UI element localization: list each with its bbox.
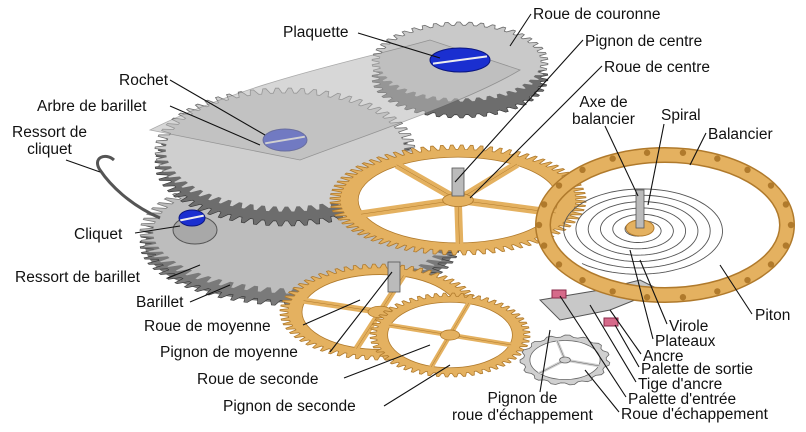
click-spring xyxy=(96,154,161,220)
label-piton: Piton xyxy=(755,307,791,324)
label-plateaux: Plateaux xyxy=(655,333,716,350)
center-wheel xyxy=(329,144,587,256)
label-pignon-de-centre: Pignon de centre xyxy=(585,33,703,50)
center-pinion xyxy=(451,167,465,197)
label-roue-de-moyenne: Roue de moyenne xyxy=(144,318,271,335)
hairspring xyxy=(563,188,723,275)
leader-line-1 xyxy=(509,13,532,47)
leader-line-19 xyxy=(719,264,753,315)
label-axe-de-balancier: Axe de balancier xyxy=(572,94,635,128)
label-ancre: Ancre xyxy=(643,348,684,365)
label-roue-de-seconde: Roue de seconde xyxy=(197,371,319,388)
leader-line-12 xyxy=(167,264,201,279)
fourth-wheel xyxy=(369,292,531,378)
balance-staff xyxy=(635,189,645,229)
leader-line-13 xyxy=(189,284,231,303)
leader-line-5 xyxy=(169,79,266,136)
leader-line-4 xyxy=(469,65,603,199)
leader-line-7 xyxy=(604,125,639,197)
label-cliquet: Cliquet xyxy=(74,226,123,243)
click-screw xyxy=(178,209,206,227)
leader-line-11 xyxy=(134,225,181,234)
entry-pallet xyxy=(551,289,567,299)
leader-line-25 xyxy=(559,295,627,398)
label-plaquette: Plaquette xyxy=(283,24,349,41)
leader-line-21 xyxy=(629,249,654,340)
leader-line-15 xyxy=(329,271,393,353)
label-rochet: Rochet xyxy=(119,72,169,89)
label-tige-d-ancre: Tige d'ancre xyxy=(638,376,723,393)
label-ressort-de-cliquet: Ressort de cliquet xyxy=(12,124,87,158)
balance-wheel xyxy=(535,147,795,303)
leader-line-17 xyxy=(383,364,451,407)
leader-line-3 xyxy=(454,39,584,183)
leader-line-8 xyxy=(647,123,665,206)
leader-line-23 xyxy=(614,324,640,368)
label-roue-de-centre: Roue de centre xyxy=(604,59,710,76)
label-balancier: Balancier xyxy=(708,126,773,143)
label-arbre-de-barillet: Arbre de barillet xyxy=(37,98,147,115)
leader-line-26 xyxy=(584,369,620,413)
label-roue-de-couronne: Roue de couronne xyxy=(533,6,661,23)
label-palette-d-entree: Palette d'entrée xyxy=(628,391,737,408)
leader-line-6 xyxy=(169,105,261,146)
leader-line-20 xyxy=(639,259,668,325)
leader-line-22 xyxy=(609,309,642,355)
third-pinion xyxy=(387,261,401,293)
plaquette-plate xyxy=(148,39,521,161)
leader-line-18 xyxy=(539,329,551,393)
label-pignon-de-seconde: Pignon de seconde xyxy=(223,398,356,415)
leader-line-24 xyxy=(589,304,637,383)
label-spiral: Spiral xyxy=(661,107,701,124)
leader-line-2 xyxy=(357,32,441,59)
leader-line-9 xyxy=(689,132,707,166)
label-roue-d-echappement: Roue d'échappement xyxy=(621,406,768,423)
label-virole: Virole xyxy=(669,318,709,335)
label-barillet: Barillet xyxy=(136,294,184,311)
leader-line-10 xyxy=(65,159,101,173)
label-pignon-de-roue-d-echappement: Pignon de roue d'échappement xyxy=(452,390,593,424)
leader-line-16 xyxy=(343,344,431,379)
crown-screw xyxy=(429,47,491,73)
leader-line-14 xyxy=(302,299,361,326)
label-palette-de-sortie: Palette de sortie xyxy=(641,361,754,378)
label-ressort-de-barillet: Ressort de barillet xyxy=(15,269,140,286)
label-pignon-de-moyenne: Pignon de moyenne xyxy=(160,344,298,361)
escape-wheel xyxy=(519,334,611,386)
